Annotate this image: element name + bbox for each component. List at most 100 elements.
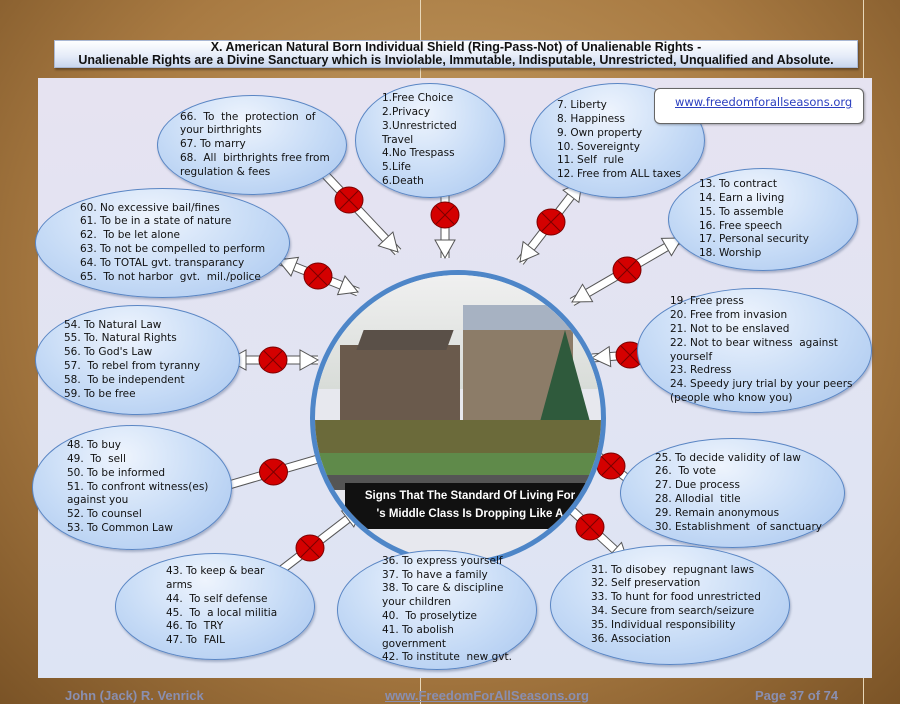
connector-arrow: [226, 346, 320, 374]
right-item: 67. To marry: [180, 138, 246, 151]
right-item: 36. To express yourself: [382, 554, 503, 567]
right-item: 12. Free from ALL taxes: [557, 168, 682, 181]
cross-mark: [263, 350, 283, 370]
right-item: 63. To not be compelled to perform: [80, 243, 266, 255]
rights-group-66-68: 66. To the protection of your birthright…: [157, 95, 347, 195]
right-item: 26. To vote: [655, 465, 716, 478]
right-item: 7. Liberty: [557, 99, 607, 112]
title-line-2: Unalienable Rights are a Divine Sanctuar…: [78, 53, 834, 67]
right-item: 37. To have a family: [382, 568, 488, 581]
right-item: 50. To be informed: [67, 466, 166, 479]
right-item: 54. To Natural Law: [64, 318, 162, 331]
right-item: 3.Unrestricted Travel: [382, 119, 461, 146]
cross-mark: [541, 212, 561, 232]
photo-caption: Signs That The Standard Of Living For 's…: [345, 483, 595, 529]
footer-author: John (Jack) R. Venrick: [65, 688, 204, 703]
website-scroll-banner: www.freedomforallseasons.org: [654, 88, 864, 124]
right-item: 27. Due process: [655, 479, 740, 492]
right-item: 9. Own property: [557, 126, 643, 139]
caption-line-2: 's Middle Class Is Dropping Like A: [376, 508, 564, 520]
right-item: 35. Individual responsibility: [591, 618, 736, 631]
caption-line-1: Signs That The Standard Of Living For: [364, 490, 576, 502]
right-item: 16. Free speech: [699, 219, 783, 232]
right-item: 6.Death: [382, 174, 424, 187]
right-item: 64. To TOTAL gvt. transparancy: [80, 256, 245, 269]
right-item: 58. To be independent: [64, 373, 185, 386]
right-item: 38. To care & discipline your children: [382, 582, 507, 609]
footer-site-link[interactable]: www.FreedomForAllSeasons.org: [385, 688, 589, 703]
right-item: 23. Redress: [670, 364, 732, 377]
right-item: 42. To institute new gvt.: [382, 651, 512, 664]
right-item: 41. To abolish government: [382, 623, 458, 650]
right-item: 61. To be in a state of nature: [80, 215, 232, 228]
website-link[interactable]: www.freedomforallseasons.org: [675, 95, 853, 109]
right-item: 5.Life: [382, 161, 411, 174]
arrowhead: [434, 239, 456, 260]
right-item: 2.Privacy: [382, 106, 431, 118]
house-left-roof: [356, 330, 454, 350]
right-item: 44. To self defense: [166, 592, 268, 605]
right-item: 57. To rebel from tyranny: [64, 360, 201, 372]
arrowhead: [377, 231, 399, 253]
arrowhead: [277, 256, 300, 277]
right-item: 62. To be let alone: [80, 229, 180, 242]
right-item: 25. To decide validity of law: [655, 451, 801, 464]
cross-mark: [264, 462, 283, 482]
right-item: 55. To. Natural Rights: [64, 332, 177, 345]
right-item: 36. Association: [591, 632, 671, 645]
center-photo: Signs That The Standard Of Living For 's…: [310, 270, 606, 566]
right-item: 29. Remain anonymous: [655, 506, 780, 519]
right-item: 30. Establishment of sanctuary: [655, 520, 822, 533]
right-item: 28. Allodial title: [655, 493, 741, 505]
arrowhead: [299, 349, 320, 371]
right-item: 34. Secure from search/seizure: [591, 605, 755, 617]
right-item: 1.Free Choice: [382, 92, 454, 105]
cross-mark: [620, 345, 640, 365]
page-title: X. American Natural Born Individual Shie…: [54, 40, 858, 68]
right-item: 31. To disobey repugnant laws: [591, 563, 755, 576]
arrowhead: [660, 237, 683, 257]
house-right-roof: [463, 305, 573, 330]
right-item: 10. Sovereignty: [557, 140, 640, 153]
right-item: 20. Free from invasion: [670, 309, 788, 322]
right-item: 60. No excessive bail/fines: [80, 201, 220, 214]
right-item: 13. To contract: [699, 178, 778, 191]
right-item: 33. To hunt for food unrestricted: [591, 591, 761, 604]
right-item: 19. Free press: [670, 295, 744, 308]
right-item: 68. All birthrights free from regulation…: [180, 151, 334, 178]
arrowhead: [519, 240, 540, 263]
right-item: 59. To be free: [64, 387, 136, 400]
right-item: 52. To counsel: [67, 508, 142, 521]
right-item: 32. Self preservation: [591, 577, 701, 590]
right-item: 40. To proselytize: [382, 610, 478, 622]
right-item: 17. Personal security: [699, 233, 809, 246]
right-item: 65. To not harbor gvt. mil./police: [80, 270, 261, 283]
right-item: 18. Worship: [699, 247, 762, 260]
connector-arrow: [516, 179, 586, 265]
right-item: 45. To a local militia: [166, 606, 278, 619]
right-item: 15. To assemble: [699, 205, 784, 218]
cross-mark: [601, 456, 621, 476]
right-item: 53. To Common Law: [67, 521, 173, 534]
cross-mark: [435, 205, 455, 225]
right-item: 21. Not to be enslaved: [670, 322, 790, 335]
right-item: 11. Self rule: [557, 154, 624, 167]
right-item: 48. To buy: [67, 439, 121, 452]
right-item: 47. To FAIL: [166, 634, 225, 647]
right-item: 24. Speedy jury trial by your peers (peo…: [670, 378, 856, 404]
right-item: 8. Happiness: [557, 112, 625, 125]
right-item: 49. To sell: [67, 453, 126, 465]
right-item: 46. To TRY: [166, 620, 224, 633]
title-line-1: X. American Natural Born Individual Shie…: [210, 40, 702, 54]
right-item: 43. To keep & bear arms: [166, 565, 268, 591]
right-item: 51. To confront witness(es) against you: [67, 480, 216, 507]
